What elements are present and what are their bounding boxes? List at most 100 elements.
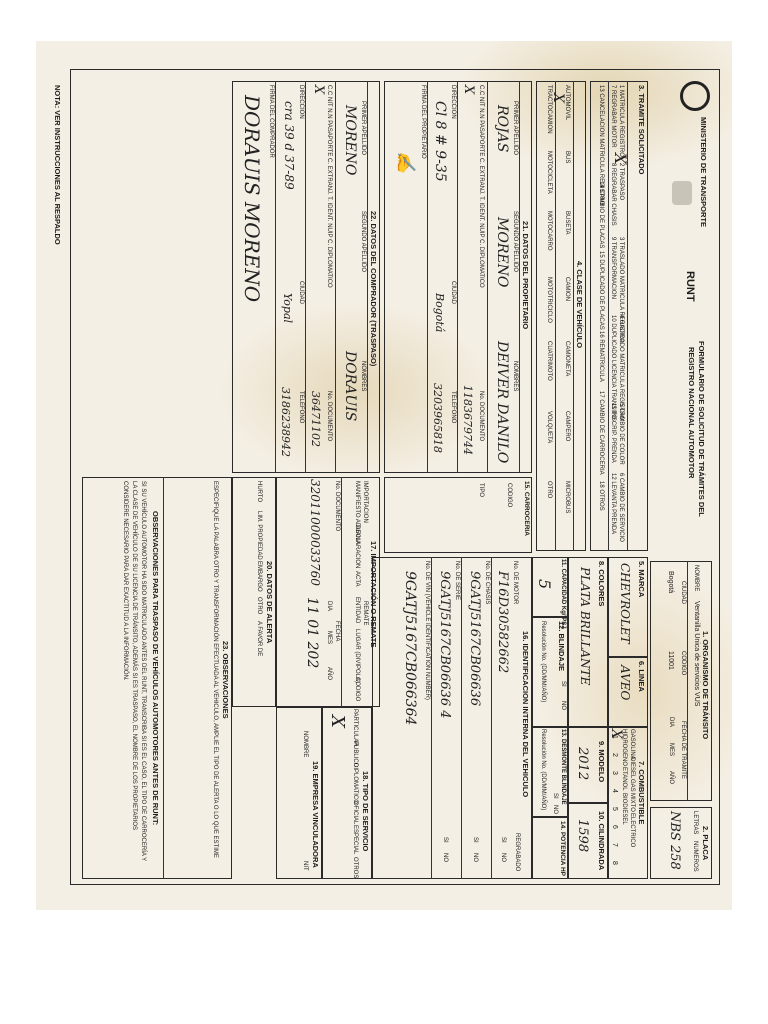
alerta-item: LIM. PROPIEDAD — [256, 511, 262, 560]
scanned-form: MINISTERIO DE TRANSPORTE RUNT FORMULARIO… — [36, 41, 732, 910]
clase-item: MOTOCARRO — [546, 211, 552, 251]
propietario-ciudad-label: CIUDAD — [450, 281, 456, 305]
ministry-name: MINISTERIO DE TRANSPORTE — [699, 117, 708, 228]
propietario-telefono-label: TELEFONO — [450, 391, 456, 424]
tramite-mark: X — [611, 153, 630, 165]
combustible-num: 2 — [611, 753, 618, 757]
import-ano: AÑO — [326, 667, 332, 681]
import-mes: MES — [326, 631, 332, 645]
alerta-item: HURTO — [256, 481, 262, 503]
tramite-item: 12 LEVANTA PRENDA — [610, 473, 616, 535]
servicio-item: DIPLOMATICO — [352, 763, 358, 804]
placa-value: NBS 258 — [667, 811, 682, 870]
clase-item: MICROBUS — [564, 481, 570, 514]
organismo-ciudad-value: Bogotá — [667, 571, 674, 594]
remate-label: REMATE — [362, 601, 368, 626]
traspaso-title: OBSERVACIONES PARA TRASPASO DE VEHÍCULOS… — [151, 511, 160, 826]
organismo-ciudad-label: CIUDAD — [680, 581, 686, 605]
clase-section: 4. CLASE DE VEHÍCULO — [575, 261, 584, 349]
clase-item: BUS — [564, 151, 570, 164]
blindaje-resolucion: Resolución No. (DD/MM/AÑO) — [540, 621, 546, 703]
chasis-value: 9GATJ5167CB06636 — [467, 571, 482, 707]
alerta-section: 20. DATOS DE ALERTA — [265, 561, 274, 644]
clase-mark: X — [550, 93, 566, 103]
comprador-direccion: cra 39 d 37-89 — [282, 101, 296, 190]
chasis-si: SI — [472, 837, 478, 843]
propietario-segundo-apellido: MORENO — [494, 217, 510, 288]
servicio-section: 18. TIPO DE SERVICIO — [361, 771, 370, 852]
observaciones-section: 23. OBSERVACIONES — [221, 641, 230, 719]
modelo-section: 9. MODELO — [597, 741, 606, 783]
organismo-codigo-label: CODIGO — [680, 651, 686, 676]
clase-item: VOLQUETA — [546, 411, 552, 444]
entidad-label: ENTIDAD — [354, 597, 360, 624]
importacion-label: IMPORTACION — [362, 481, 368, 523]
import-dia: DIA — [326, 601, 332, 612]
combustible-section: 7. COMBUSTIBLE — [637, 761, 646, 825]
carroceria-codigo: CODIGO — [506, 483, 512, 508]
propietario-firma-label: FIRMA DEL PROPIETARIO — [420, 85, 426, 159]
comprador-direccion-label: DIRECCION — [298, 85, 304, 119]
placa-letras-label: LETRAS — [692, 811, 698, 835]
organismo-nombre-value: Ventanilla Unica de servicios VUS — [693, 601, 700, 707]
acta-label: ACTA — [354, 571, 360, 587]
combustible-item: GAS — [629, 779, 635, 792]
form-subtitle: REGISTRO NACIONAL AUTOMOTOR — [687, 347, 696, 479]
carroceria-section: 15. CARROCERIA — [523, 481, 530, 536]
comprador-primer-apellido: MORENO — [342, 105, 358, 176]
codigo-label: CODIGO — [354, 677, 360, 702]
propietario-primer-apellido: ROJAS — [494, 105, 510, 153]
organismo-fecha-label: FECHA DE TRAMITE — [680, 721, 686, 779]
clase-item: OTRO — [546, 481, 552, 499]
colores-section: 8. COLORES — [597, 561, 606, 607]
combustible-item: MIXTO — [629, 793, 635, 812]
fecha-dia: DIA — [668, 717, 674, 728]
propietario-direccion-label: DIRECCION — [450, 85, 456, 119]
tramite-section: 3. TRAMITE SOLICITADO — [637, 85, 646, 175]
placa-section: 2. PLACA — [701, 826, 710, 861]
propietario-telefono: 3203965818 — [431, 383, 444, 453]
clase-item: CAMION — [564, 277, 570, 301]
clase-item: CUATRIMOTO — [546, 341, 552, 381]
serie-si: SI — [442, 837, 448, 843]
empresa-nombre: NOMBRE — [302, 731, 308, 758]
alerta-item: OTRO — [256, 597, 262, 615]
tramite-item: 7 REGRABAR MOTOR — [610, 85, 616, 148]
comprador-telefono-label: TELEFONO — [298, 391, 304, 424]
form-title: FORMULARIO DE SOLICITUD DE TRÁMITES DEL — [697, 341, 706, 517]
propietario-primer-apellido-label: PRIMER APELLIDO — [512, 101, 518, 156]
empresa-nit: NIT — [302, 861, 308, 871]
comprador-doc-types: C.C NIT N.N PASAPORTE C. EXTRANJ. T. IDE… — [326, 85, 332, 288]
propietario-documento: 1183679744 — [461, 385, 474, 455]
comprador-nombres-label: NOMBRES — [360, 361, 366, 392]
comprador-section: 22. DATOS DEL COMPRADOR (TRASPASO) — [369, 211, 378, 367]
organismo-codigo-value: 11001 — [667, 651, 674, 670]
propietario-doc-types: C.C NIT N.N PASAPORTE C. EXTRANJ. T. IDE… — [478, 85, 484, 288]
tramite-item: 8 REGRABAR CHASIS — [610, 163, 616, 226]
comprador-telefono: 3186238942 — [279, 387, 292, 457]
tramite-item: 9 TRANSFORMACION — [610, 237, 616, 299]
propietario-documento-label: No. DOCUMENTO — [478, 391, 484, 442]
servicio-item: OFICIAL — [352, 801, 358, 825]
tramite-item: 18 OTROS — [598, 481, 604, 511]
comprador-signature: DORAUIS MORENO — [240, 95, 264, 303]
servicio-item: OTROS — [352, 857, 358, 879]
marca-section: 5. MARCA — [637, 561, 646, 598]
linea-value: AVEO — [618, 665, 632, 701]
cilindrada-value: 1598 — [575, 819, 590, 853]
identificacion-regrabado: REGRABADO — [514, 833, 520, 872]
runt-logo: RUNT — [684, 271, 696, 302]
desmonte-no: NO — [552, 805, 558, 814]
import-fecha-label: FECHA — [334, 621, 340, 642]
vin-value: 9GATJ5167CB066364 — [402, 571, 418, 726]
tramite-item: 5 CAMBIO DE COLOR — [618, 403, 624, 465]
modelo-value: 2012 — [575, 747, 590, 781]
serie-value: 9GATJ5167CB06636 4 — [437, 571, 452, 719]
comprador-documento: 36471102 — [309, 391, 322, 447]
alerta-item: A FAVOR DE — [256, 621, 262, 657]
fecha-mes: MES — [668, 743, 674, 757]
clase-item: BUSETA — [564, 211, 570, 235]
traspaso-line-3: CONSIDERE NECESARIO PARA DAR EXACTITUD A… — [122, 481, 128, 681]
lugar-label: LUGAR (DIVIPOLA) — [354, 629, 360, 684]
propietario-signature: ✍ — [395, 151, 416, 174]
